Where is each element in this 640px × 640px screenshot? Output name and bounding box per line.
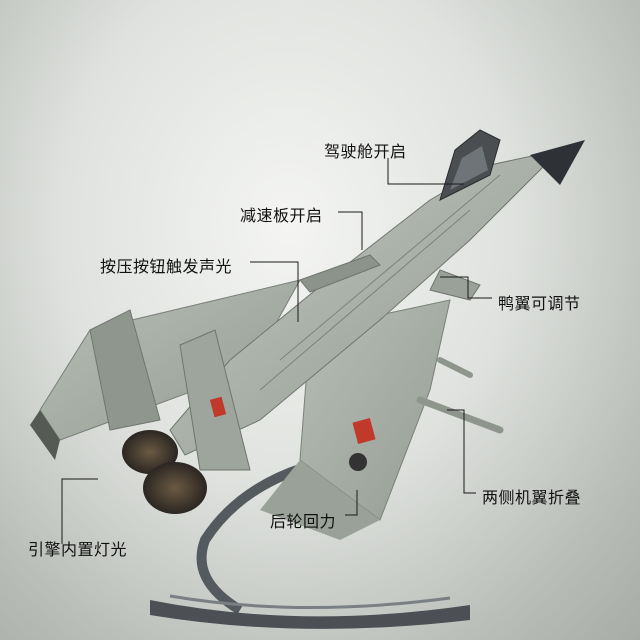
rear-wheel: [349, 453, 367, 471]
label-rear-wheel-pullback: 后轮回力: [270, 512, 337, 531]
label-wing-fold: 两侧机翼折叠: [482, 488, 582, 507]
wing-insignia: [352, 418, 376, 444]
label-engine-light: 引擎内置灯光: [28, 540, 128, 559]
callout-lines: [61, 158, 492, 544]
fuselage: [169, 149, 562, 456]
label-cockpit-open: 驾驶舱开启: [324, 142, 407, 161]
vertical-tails: [89, 309, 251, 471]
airbrake: [299, 254, 381, 293]
label-airbrake-open: 减速板开启: [240, 206, 323, 225]
missiles: [416, 357, 504, 434]
nose-radome: [530, 140, 585, 185]
cockpit-canopy: [439, 129, 501, 201]
label-canard-adjustable: 鸭翼可调节: [498, 294, 581, 313]
label-button-sound-light: 按压按钮触发声光: [100, 257, 233, 276]
engines: [122, 430, 207, 514]
canard: [429, 269, 481, 301]
